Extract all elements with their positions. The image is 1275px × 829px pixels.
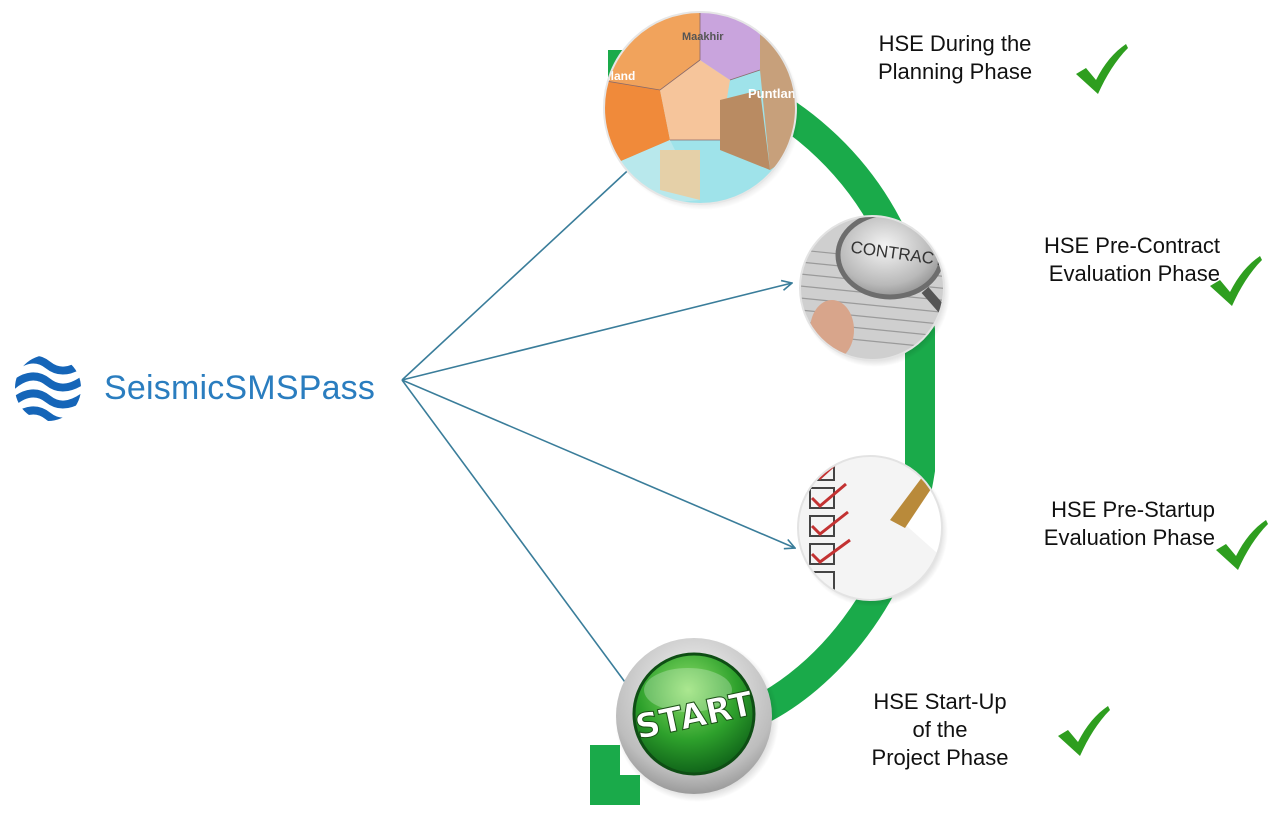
brand-name: SeismicSMSPass	[104, 368, 376, 407]
phase-label-pre-startup: HSE Pre-Startup Evaluation Phase	[1043, 497, 1215, 550]
map-icon: Maakhir Puntland liland	[603, 11, 804, 210]
phase-label-planning: HSE During the Planning Phase	[877, 31, 1033, 84]
checkmark-icon	[1216, 520, 1268, 570]
checklist-icon	[797, 455, 948, 607]
start-button-icon: START	[615, 638, 779, 802]
checkmark-icon	[1210, 256, 1262, 306]
arrow-to-pre-contract	[401, 283, 792, 381]
waves-logo-icon	[15, 355, 81, 421]
arrow-to-start-up	[401, 379, 636, 697]
arrow-group	[401, 161, 795, 697]
arrow-to-planning	[401, 161, 638, 381]
checkmark-icon	[1076, 44, 1128, 94]
contract-magnifier-icon: CONTRACT	[799, 215, 950, 367]
brand-logo: SeismicSMSPass	[10, 343, 375, 433]
map-label-maakhir: Maakhir	[682, 31, 724, 43]
arrow-to-pre-startup	[401, 379, 795, 548]
map-label-puntland: Puntland	[748, 86, 804, 101]
phase-label-start-up: HSE Start-Up of the Project Phase	[871, 689, 1009, 770]
checkmark-icon	[1058, 706, 1110, 756]
phase-label-pre-contract: HSE Pre-Contract Evaluation Phase	[1043, 233, 1220, 286]
